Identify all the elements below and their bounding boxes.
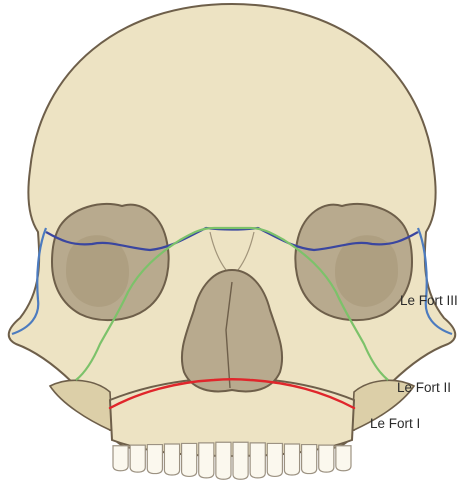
right-orbit-inner: [334, 235, 398, 307]
le-fort-ii-line: [75, 226, 389, 381]
tooth: [129, 444, 146, 473]
tooth: [232, 441, 249, 480]
left-lateral-line: [11, 227, 48, 336]
nasal-bridge: [209, 231, 255, 271]
le-fort-ii-label: Le Fort II: [397, 380, 452, 395]
nasal-septum: [225, 281, 233, 389]
tooth: [198, 442, 215, 479]
tooth: [300, 443, 318, 475]
right-lateral-line: [416, 227, 453, 336]
tooth: [180, 442, 198, 478]
le-fort-i-label: Le Fort I: [370, 416, 421, 431]
tooth: [249, 442, 266, 479]
teeth: [112, 441, 352, 480]
tooth: [146, 443, 164, 475]
tooth: [215, 441, 232, 480]
le-fort-iii-line: [45, 226, 419, 252]
tooth: [283, 443, 301, 476]
left-orbit-inner: [66, 235, 130, 307]
tooth: [163, 443, 181, 476]
nasal-aperture: [180, 268, 284, 393]
tooth: [266, 442, 284, 478]
le-fort-iii-label: Le Fort III: [400, 293, 458, 308]
tooth: [112, 445, 129, 472]
tooth: [335, 445, 352, 472]
tooth: [318, 444, 335, 473]
le-fort-i-line: [108, 378, 356, 410]
